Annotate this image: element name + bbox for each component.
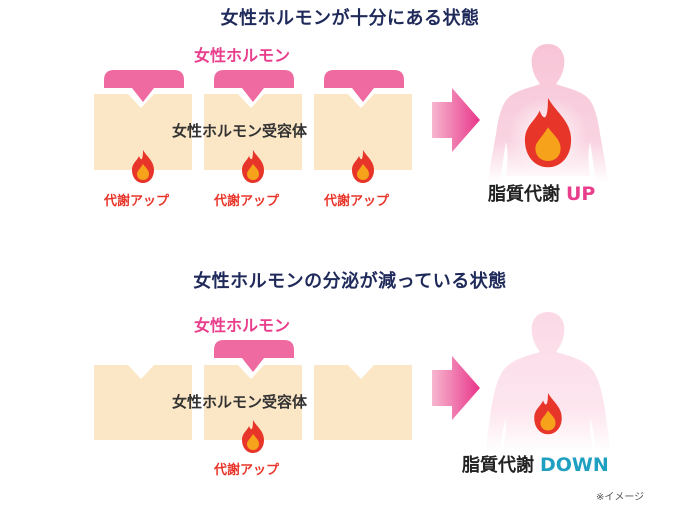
receptor-box: [204, 365, 302, 440]
bottom-receptor-label: 女性ホルモン受容体: [172, 393, 308, 411]
receptor-box: [94, 94, 192, 170]
top-section-title: 女性ホルモンが十分にある状態: [220, 8, 480, 29]
fat-up-label: UP: [566, 183, 596, 205]
hormone-cap: [214, 70, 294, 102]
arrow-right-icon: [432, 356, 480, 420]
flame-icon: [534, 393, 562, 435]
receptor-box: [314, 94, 412, 170]
hormone-caps-top: [104, 70, 404, 102]
arrow-right-icon: [432, 88, 480, 152]
bottom-fat-metabolism: 脂質代謝 DOWN: [462, 451, 609, 477]
top-hormone-label: 女性ホルモン: [194, 46, 291, 65]
hormone-cap: [214, 340, 294, 372]
top-fat-metabolism: 脂質代謝 UP: [488, 180, 595, 206]
body-silhouette-icon: [486, 312, 610, 452]
hormone-cap: [324, 70, 404, 102]
image-note: ※イメージ: [596, 492, 645, 503]
flame-icon: [132, 150, 154, 183]
receptor-box: [204, 94, 302, 170]
top-metabolism-label-2: 代謝アップ: [214, 194, 280, 209]
fat-metabolism-text: 脂質代謝: [462, 455, 534, 476]
top-metabolism-label-1: 代謝アップ: [104, 194, 170, 209]
flame-icon: [524, 98, 572, 168]
receptor-boxes-bottom: [94, 365, 412, 440]
flame-icon: [352, 150, 374, 183]
bottom-metabolism-label: 代謝アップ: [214, 463, 280, 478]
flame-icon: [242, 150, 264, 183]
top-metabolism-label-3: 代謝アップ: [324, 194, 390, 209]
flame-icon: [242, 420, 264, 453]
receptor-boxes-top: [94, 94, 412, 170]
fat-metabolism-text: 脂質代謝: [488, 184, 560, 205]
hormone-cap: [104, 70, 184, 102]
fat-down-label: DOWN: [540, 454, 609, 476]
receptor-box: [314, 365, 412, 440]
receptor-box: [94, 365, 192, 440]
top-receptor-label: 女性ホルモン受容体: [172, 122, 308, 140]
bottom-section-title: 女性ホルモンの分泌が減っている状態: [193, 271, 507, 292]
bottom-hormone-label: 女性ホルモン: [194, 316, 291, 335]
